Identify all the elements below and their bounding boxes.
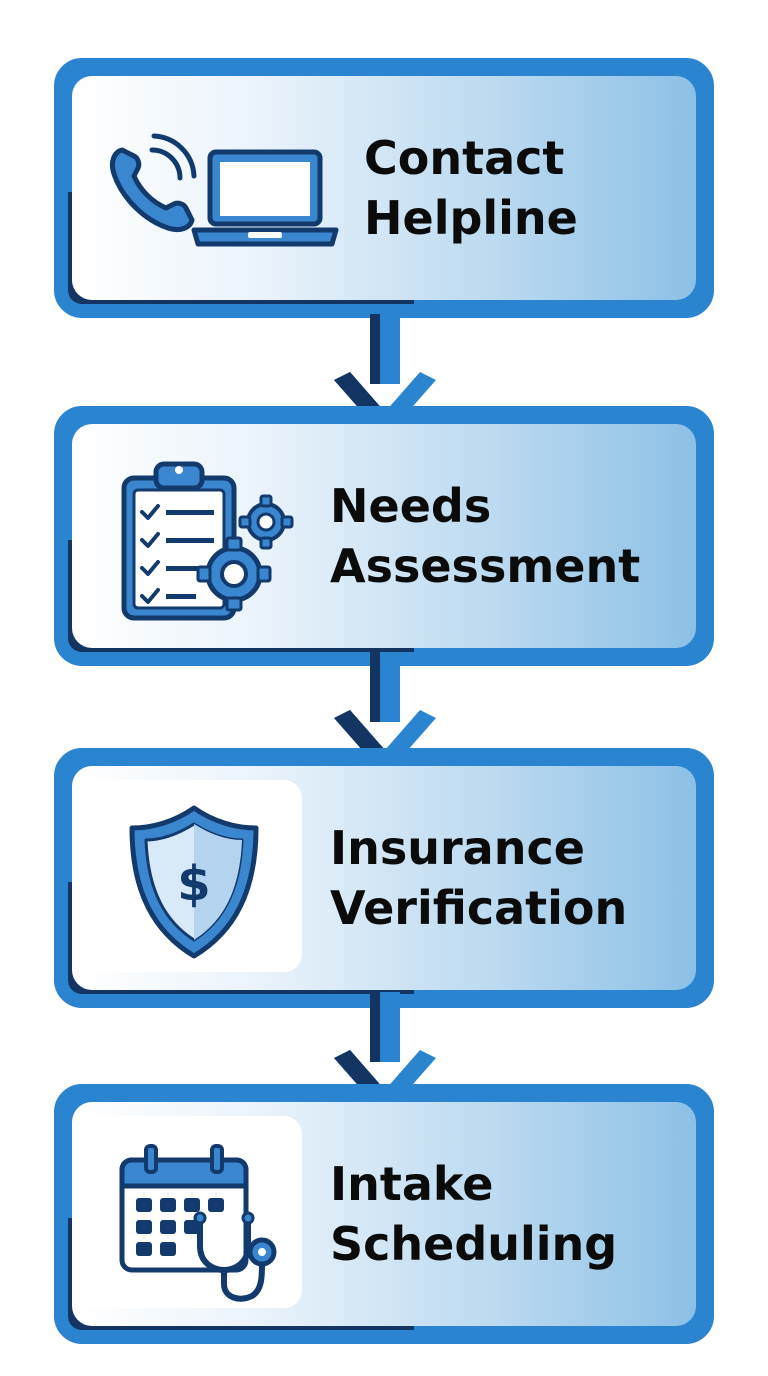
step-label-line2: Assessment (330, 539, 641, 593)
step-label-line2: Helpline (364, 191, 578, 245)
step-icon-group: $ (124, 802, 264, 962)
step-card-intake-scheduling: Intake Scheduling (54, 1084, 714, 1344)
svg-text:$: $ (177, 856, 210, 912)
stethoscope-icon (193, 1211, 277, 1302)
step-label-line2: Verification (330, 881, 628, 935)
step-card-contact-helpline: Contact Helpline (54, 58, 714, 318)
phone-icon (109, 133, 197, 233)
card-background (72, 76, 696, 300)
step-card-insurance-verification: $ Insurance Verification (54, 748, 714, 1008)
step-label-line1: Needs (330, 479, 492, 533)
step-label: Intake Scheduling (330, 1154, 617, 1274)
step-label: Needs Assessment (330, 476, 640, 596)
step-label-line1: Intake (330, 1157, 494, 1211)
step-label-line1: Insurance (330, 821, 585, 875)
step-label-line2: Scheduling (330, 1217, 618, 1271)
step-card-needs-assessment: Needs Assessment (54, 406, 714, 666)
laptop-icon (191, 149, 339, 247)
step-icon-group (100, 132, 340, 252)
gears-icon (196, 494, 294, 612)
step-label: Insurance Verification (330, 818, 627, 938)
step-label-line1: Contact (364, 131, 565, 185)
step-icon-group (116, 1138, 286, 1308)
step-label: Contact Helpline (364, 128, 578, 248)
arrow-down-icon (334, 992, 436, 1116)
shield-dollar-icon: $ (129, 805, 259, 959)
step-icon-group (116, 456, 306, 626)
calendar-icon (119, 1144, 249, 1273)
